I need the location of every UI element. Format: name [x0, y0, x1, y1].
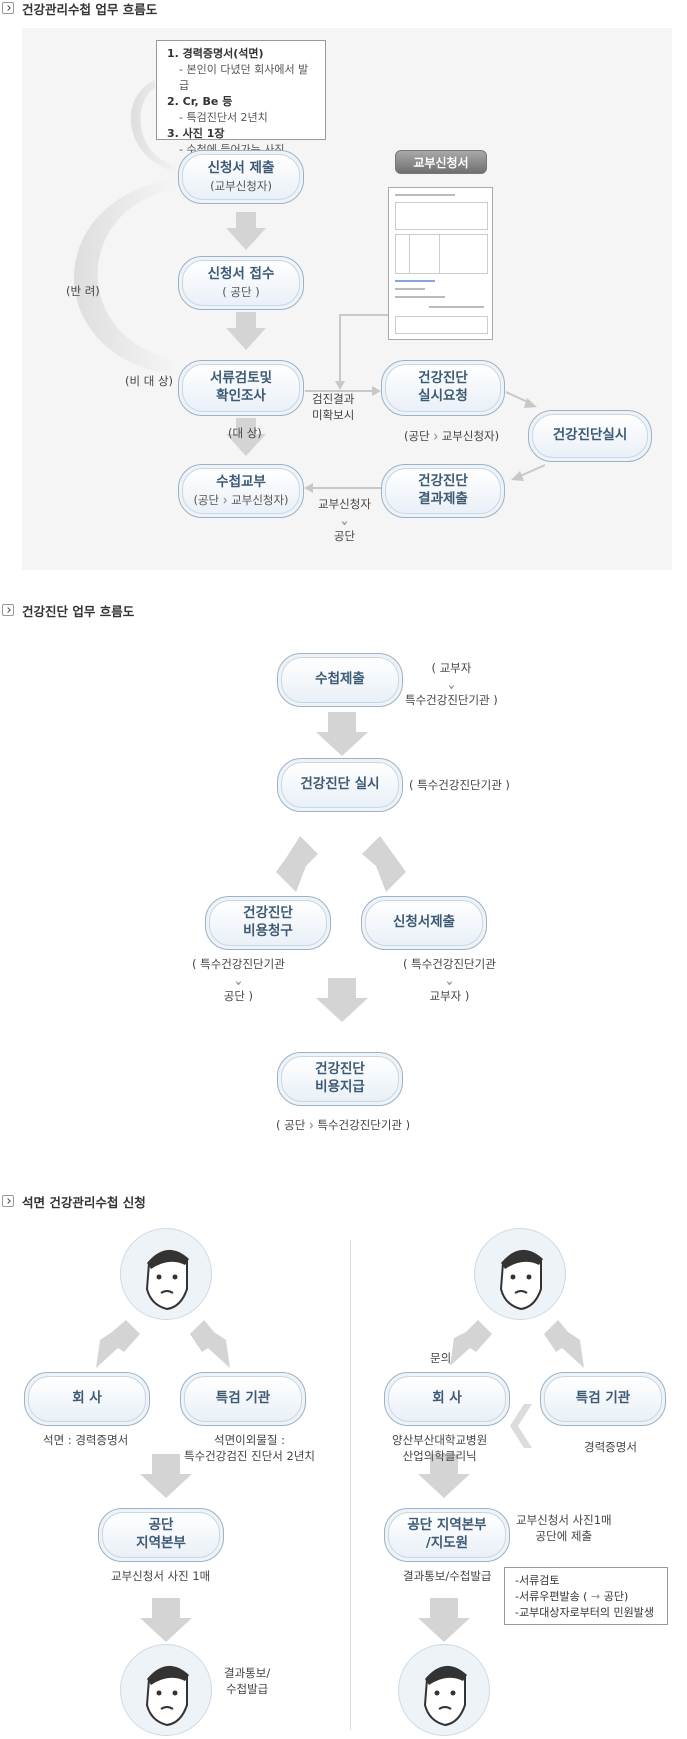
left-company-note: 석면 : 경력증명서	[43, 1433, 129, 1447]
target-label: (대 상)	[228, 426, 262, 440]
application-form-badge: 교부신청서	[395, 150, 487, 174]
flow-applicant-to-agency: 교부신청자 ⌄ 공단	[318, 497, 371, 544]
diag-arrow-right-1	[190, 1320, 230, 1368]
note-2: 2. Cr, Be 등	[167, 94, 233, 108]
diag-arrow-left-2	[450, 1320, 492, 1366]
down-arrow-3	[226, 418, 266, 456]
down-arrow-2	[226, 312, 266, 350]
claim-note: ( 특수건강진단기관 ⌄ 공단 )	[192, 957, 285, 1004]
right-branch-node: 공단 지역본부 /지도원	[384, 1508, 510, 1562]
section-title-text: 건강진단 업무 흐름도	[22, 603, 135, 619]
person-icon	[120, 1228, 212, 1320]
right-branch-note: 결과통보/수첩발급	[403, 1569, 492, 1583]
section-title-text: 건강관리수첩 업무 흐름도	[22, 1, 158, 17]
application-receive-node: 신청서 접수 ( 공단 )	[178, 256, 304, 310]
down-arrow-right-2	[418, 1598, 470, 1642]
column-divider	[350, 1240, 351, 1730]
sec1-arrows	[73, 80, 546, 493]
right-tasks-box: -서류검토 -서류우편발송 ( → 공단) -교부대상자로부터의 민원발생	[504, 1567, 668, 1625]
exam-conduct-node: 건강진단 실시	[277, 758, 403, 812]
application-submit-node: 신청서제출	[361, 896, 487, 950]
diag-arrow-left	[276, 836, 318, 892]
flow-agency-to-applicant: (공단 › 교부신청자)	[404, 426, 500, 446]
note-1: 1. 경력증명서(석면)	[167, 47, 264, 60]
application-form-thumbnail	[388, 187, 493, 340]
right-inquiry-label: 문의	[430, 1351, 452, 1365]
flow-panel	[22, 28, 672, 570]
caret-down-icon: ⌄	[446, 674, 457, 693]
section-title-text: 석면 건강관리수첩 신청	[22, 1194, 146, 1210]
unconfirmed-label: 검진결과 미확보시	[312, 392, 355, 423]
sec2-arrows	[276, 712, 406, 1022]
cost-claim-node: 건강진단 비용청구	[205, 896, 331, 950]
return-arrow	[73, 170, 190, 376]
chevron-left-icon	[510, 1404, 532, 1448]
note-2-sub: - 특검진단서 2년치	[179, 110, 268, 124]
left-branch-note: 교부신청서 사진 1매	[111, 1569, 211, 1583]
down-arrow-left-2	[140, 1598, 192, 1642]
right-company-note: 양산부산대학교병원 산업의학클리닉	[392, 1433, 488, 1464]
down-arrow-2	[316, 978, 368, 1022]
section-bullet-icon	[2, 1195, 14, 1207]
cost-payment-node: 건강진단 비용지급	[277, 1052, 403, 1106]
exam-result-node: 건강진단 결과제출	[381, 464, 505, 518]
payment-note: ( 공단 › 특수건강진단기관 )	[276, 1115, 411, 1135]
submit-note: ( 교부자 ⌄ 특수건강진단기관 )	[405, 661, 498, 708]
section-title-notebook-flow: 건강관리수첩 업무 흐름도	[2, 0, 158, 17]
caret-right-icon: ›	[222, 490, 228, 509]
note-3: 3. 사진 1장	[167, 126, 225, 140]
document-review-node: 서류검토및 확인조사	[178, 360, 304, 416]
left-agency-node: 특검 기관	[180, 1372, 306, 1426]
right-submit-note: 교부신청서 사진1매 공단에 제출	[516, 1513, 612, 1544]
required-documents-box: 1. 경력증명서(석면) - 본인이 다녔던 회사에서 발급 2. Cr, Be…	[156, 40, 326, 156]
notebook-submit-node: 수첩제출	[277, 653, 403, 707]
down-arrow-left-1	[140, 1454, 192, 1498]
diag-arrow-right-2	[544, 1320, 584, 1368]
section-bullet-icon	[2, 604, 14, 616]
right-agency-note: 경력증명서	[584, 1440, 637, 1454]
person-icon	[398, 1644, 490, 1736]
section-title-asbestos-notebook: 석면 건강관리수첩 신청	[2, 1193, 146, 1210]
caret-down-icon: ⌄	[444, 970, 455, 989]
left-branch-node: 공단 지역본부	[98, 1508, 224, 1562]
application-submit-node: 신청서 제출 (교부신청자)	[178, 150, 304, 204]
caret-right-icon: ›	[308, 1115, 314, 1135]
notebook-issue-node: 수첩교부 (공단 › 교부신청자)	[178, 464, 304, 518]
nontarget-label: (비 대 상)	[125, 374, 174, 388]
down-arrow-1	[226, 212, 266, 250]
exam-request-node: 건강진단 실시요청	[381, 360, 505, 416]
left-agency-note: 석면이외물질 : 특수건강검진 진단서 2년치	[184, 1433, 316, 1464]
note-1-sub: - 본인이 다녔던 회사에서 발급	[179, 62, 309, 92]
down-arrow-1	[316, 712, 368, 756]
diag-arrow-left-1	[96, 1320, 140, 1368]
caret-down-icon: ⌄	[339, 510, 350, 530]
section-bullet-icon	[2, 2, 14, 14]
person-icon	[120, 1644, 212, 1736]
left-company-node: 회 사	[24, 1372, 150, 1426]
application-note: ( 특수건강진단기관 ⌄ 교부자 )	[403, 957, 496, 1004]
diag-arrow-right	[362, 836, 406, 892]
caret-right-icon: ›	[433, 426, 439, 446]
section-title-exam-flow: 건강진단 업무 흐름도	[2, 602, 135, 619]
left-final-note: 결과통보/ 수첩발급	[224, 1666, 271, 1697]
caret-down-icon: ⌄	[233, 970, 244, 989]
return-label: (반 려)	[66, 284, 100, 298]
arrow-right-icon: →	[590, 1589, 604, 1603]
sec3-arrows	[96, 1320, 584, 1642]
exam-conduct-node: 건강진단실시	[528, 410, 652, 462]
right-agency-node: 특검 기관	[540, 1372, 666, 1426]
down-arrow-right-1	[418, 1454, 470, 1498]
right-company-node: 회 사	[384, 1372, 510, 1426]
person-icon	[474, 1228, 566, 1320]
exam-note: ( 특수건강진단기관 )	[409, 778, 510, 792]
